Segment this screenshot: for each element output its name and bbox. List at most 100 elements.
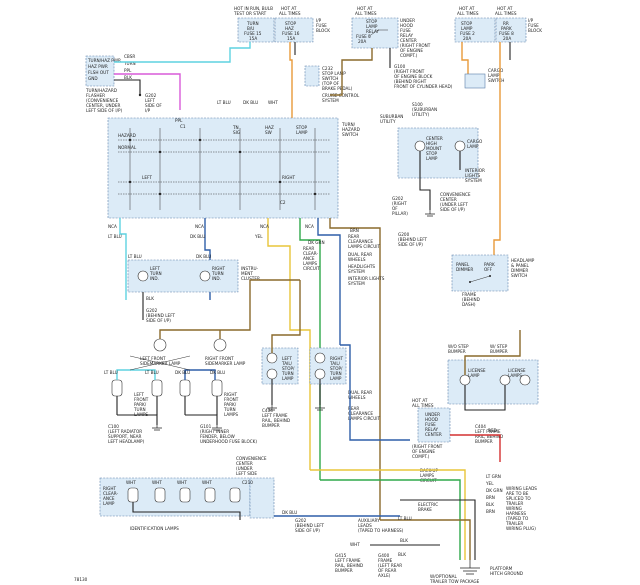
svg-text:FUSE 5: FUSE 5 xyxy=(356,34,371,39)
svg-text:CLEARANCE: CLEARANCE xyxy=(348,411,373,416)
svg-text:C1: C1 xyxy=(180,124,186,129)
svg-text:RR: RR xyxy=(503,21,509,26)
svg-text:AXLE): AXLE) xyxy=(378,573,391,578)
svg-text:(BEHIND: (BEHIND xyxy=(462,297,480,302)
svg-text:IND.: IND. xyxy=(150,276,159,281)
svg-text:LEFT: LEFT xyxy=(134,392,144,397)
svg-text:20A: 20A xyxy=(358,39,366,44)
svg-text:SWITCH: SWITCH xyxy=(342,132,358,137)
svg-text:CONVENIENCE: CONVENIENCE xyxy=(236,456,267,461)
svg-text:G415: G415 xyxy=(335,553,347,558)
svg-text:FRAME: FRAME xyxy=(462,292,477,297)
svg-text:SIG: SIG xyxy=(233,130,240,135)
fuse-box-stop-haz: HOT AT ALL TIMES STOP HAZ FUSE 16 15A I/… xyxy=(274,6,330,43)
svg-text:HAZ: HAZ xyxy=(285,26,294,31)
svg-text:PARK/: PARK/ xyxy=(134,402,147,407)
svg-text:RELAY: RELAY xyxy=(400,33,414,38)
svg-text:(LEFT REAR: (LEFT REAR xyxy=(378,563,402,568)
svg-text:PPL: PPL xyxy=(124,68,132,73)
svg-text:CLEAR-: CLEAR- xyxy=(103,491,119,496)
headlamp-panel-dimmer-switch: PANEL DIMMER PARK OFF HEADLAMP & PANEL D… xyxy=(451,254,535,292)
svg-text:W/O STEP: W/O STEP xyxy=(448,344,469,349)
svg-text:DK BLU: DK BLU xyxy=(196,254,211,259)
svg-text:TURN: TURN xyxy=(281,371,294,376)
svg-text:SIDE OF I/P): SIDE OF I/P) xyxy=(398,242,423,247)
svg-text:B/U: B/U xyxy=(247,26,254,31)
svg-text:DUAL REAR: DUAL REAR xyxy=(348,390,372,395)
svg-text:FUSE 2: FUSE 2 xyxy=(460,31,475,36)
svg-text:HIGH: HIGH xyxy=(426,141,437,146)
svg-text:RAIL, BEHIND: RAIL, BEHIND xyxy=(475,434,503,439)
svg-text:BLK: BLK xyxy=(400,538,408,543)
stop-lamp-switch: C232 STOP LAMP SWITCH (TOP OF BRAKE PEDA… xyxy=(304,65,360,103)
svg-text:STOP LAMP: STOP LAMP xyxy=(322,71,346,76)
svg-text:BUMPER: BUMPER xyxy=(475,439,493,444)
svg-text:I/P: I/P xyxy=(528,18,534,23)
svg-text:PARK: PARK xyxy=(484,262,495,267)
svg-text:LEFT HEADLAMP): LEFT HEADLAMP) xyxy=(108,439,145,444)
svg-text:FRONT OF CYLINDER HEAD): FRONT OF CYLINDER HEAD) xyxy=(394,84,453,89)
svg-text:TN: TN xyxy=(232,125,239,130)
right-front-park-turn-lamps: RIGHT FRONT PARK/ TURN LAMPS xyxy=(179,379,239,417)
svg-text:(UNDER: (UNDER xyxy=(236,466,253,471)
fuse-box-stop-lamp-relay: HOT AT ALL TIMES STOP LAMP RELAY FUSE 5 … xyxy=(351,6,399,49)
svg-text:ARE TO BE: ARE TO BE xyxy=(506,491,529,496)
svg-text:TAIL/: TAIL/ xyxy=(329,361,341,366)
svg-text:TRAILER: TRAILER xyxy=(505,501,523,506)
svg-text:(TAPED TO HARNESS): (TAPED TO HARNESS) xyxy=(358,528,404,533)
svg-text:WHT: WHT xyxy=(126,480,136,485)
svg-text:PARK/: PARK/ xyxy=(224,402,237,407)
svg-text:(RIGHT: (RIGHT xyxy=(392,201,407,206)
left-front-sidemarker-lamp: LEFT FRONT SIDEMARKER LAMP xyxy=(140,338,181,366)
svg-text:CLUSTER: CLUSTER xyxy=(241,276,260,281)
svg-text:WHT: WHT xyxy=(177,480,187,485)
svg-text:LEADS: LEADS xyxy=(358,523,372,528)
svg-text:LEFT: LEFT xyxy=(150,266,160,271)
svg-text:LT BLU: LT BLU xyxy=(145,370,159,375)
svg-text:TURN/: TURN/ xyxy=(341,122,356,127)
svg-text:RIGHT: RIGHT xyxy=(212,266,226,271)
svg-text:REAR: REAR xyxy=(348,234,359,239)
svg-text:DK BLU: DK BLU xyxy=(243,100,258,105)
svg-text:FUSE: FUSE xyxy=(316,23,327,28)
svg-text:LEFT SIDE: LEFT SIDE xyxy=(236,471,257,476)
svg-text:HOOD: HOOD xyxy=(400,23,413,28)
svg-text:STOP: STOP xyxy=(296,125,308,130)
svg-text:TURN: TURN xyxy=(123,61,136,66)
svg-text:TURN/HAZARD: TURN/HAZARD xyxy=(85,88,117,93)
svg-text:LAMP: LAMP xyxy=(488,73,500,78)
svg-text:DK BLU: DK BLU xyxy=(210,370,225,375)
svg-text:20A: 20A xyxy=(503,36,511,41)
svg-text:CARGO: CARGO xyxy=(488,68,504,73)
svg-text:LEFT FRONT: LEFT FRONT xyxy=(140,356,166,361)
svg-text:GND: GND xyxy=(88,76,98,81)
svg-text:LICENSE: LICENSE xyxy=(468,368,486,373)
svg-text:LICENSE: LICENSE xyxy=(508,368,526,373)
svg-text:HOT IN RUN, BULB: HOT IN RUN, BULB xyxy=(234,6,273,11)
svg-text:LAMPS CIRCUIT: LAMPS CIRCUIT xyxy=(348,416,381,421)
svg-text:BRN: BRN xyxy=(486,495,495,500)
svg-text:FLSH OUT: FLSH OUT xyxy=(88,70,109,75)
fuse-box-cargo: HOT AT ALL TIMES STOP LAMP FUSE 2 20A xyxy=(454,6,496,43)
svg-text:SWITCH: SWITCH xyxy=(322,76,338,81)
convenience-center-c210: CONVENIENCE CENTER (UNDER LEFT SIDE C210 xyxy=(236,456,275,519)
svg-text:G202: G202 xyxy=(392,196,404,201)
svg-text:C404: C404 xyxy=(475,424,486,429)
svg-text:HEADLIGHTS: HEADLIGHTS xyxy=(348,264,375,269)
svg-text:HEADLAMP: HEADLAMP xyxy=(511,258,535,263)
svg-text:15A: 15A xyxy=(249,36,257,41)
svg-text:RELAY: RELAY xyxy=(366,29,380,34)
svg-text:MENT: MENT xyxy=(241,271,253,276)
svg-text:15A: 15A xyxy=(287,36,295,41)
svg-text:(RIGHT INNER: (RIGHT INNER xyxy=(200,429,229,434)
svg-text:RIGHT: RIGHT xyxy=(330,356,344,361)
svg-text:RIGHT FRONT: RIGHT FRONT xyxy=(205,356,234,361)
svg-text:ANCE: ANCE xyxy=(103,496,115,501)
svg-text:BUMPER: BUMPER xyxy=(490,349,508,354)
svg-text:BLK: BLK xyxy=(398,552,406,557)
turn-hazard-switch: TURN/ HAZARD SWITCH HAZARD NORMAL LEFT R… xyxy=(107,100,360,219)
svg-text:FRAME: FRAME xyxy=(378,558,393,563)
right-rear-tail-stop-turn-lamp: RIGHT TAIL/ STOP/ TURN LAMP xyxy=(309,347,347,385)
svg-text:LAMP: LAMP xyxy=(330,376,342,381)
ground-g200: G202 LEFT SIDE OF I/P xyxy=(138,93,162,113)
